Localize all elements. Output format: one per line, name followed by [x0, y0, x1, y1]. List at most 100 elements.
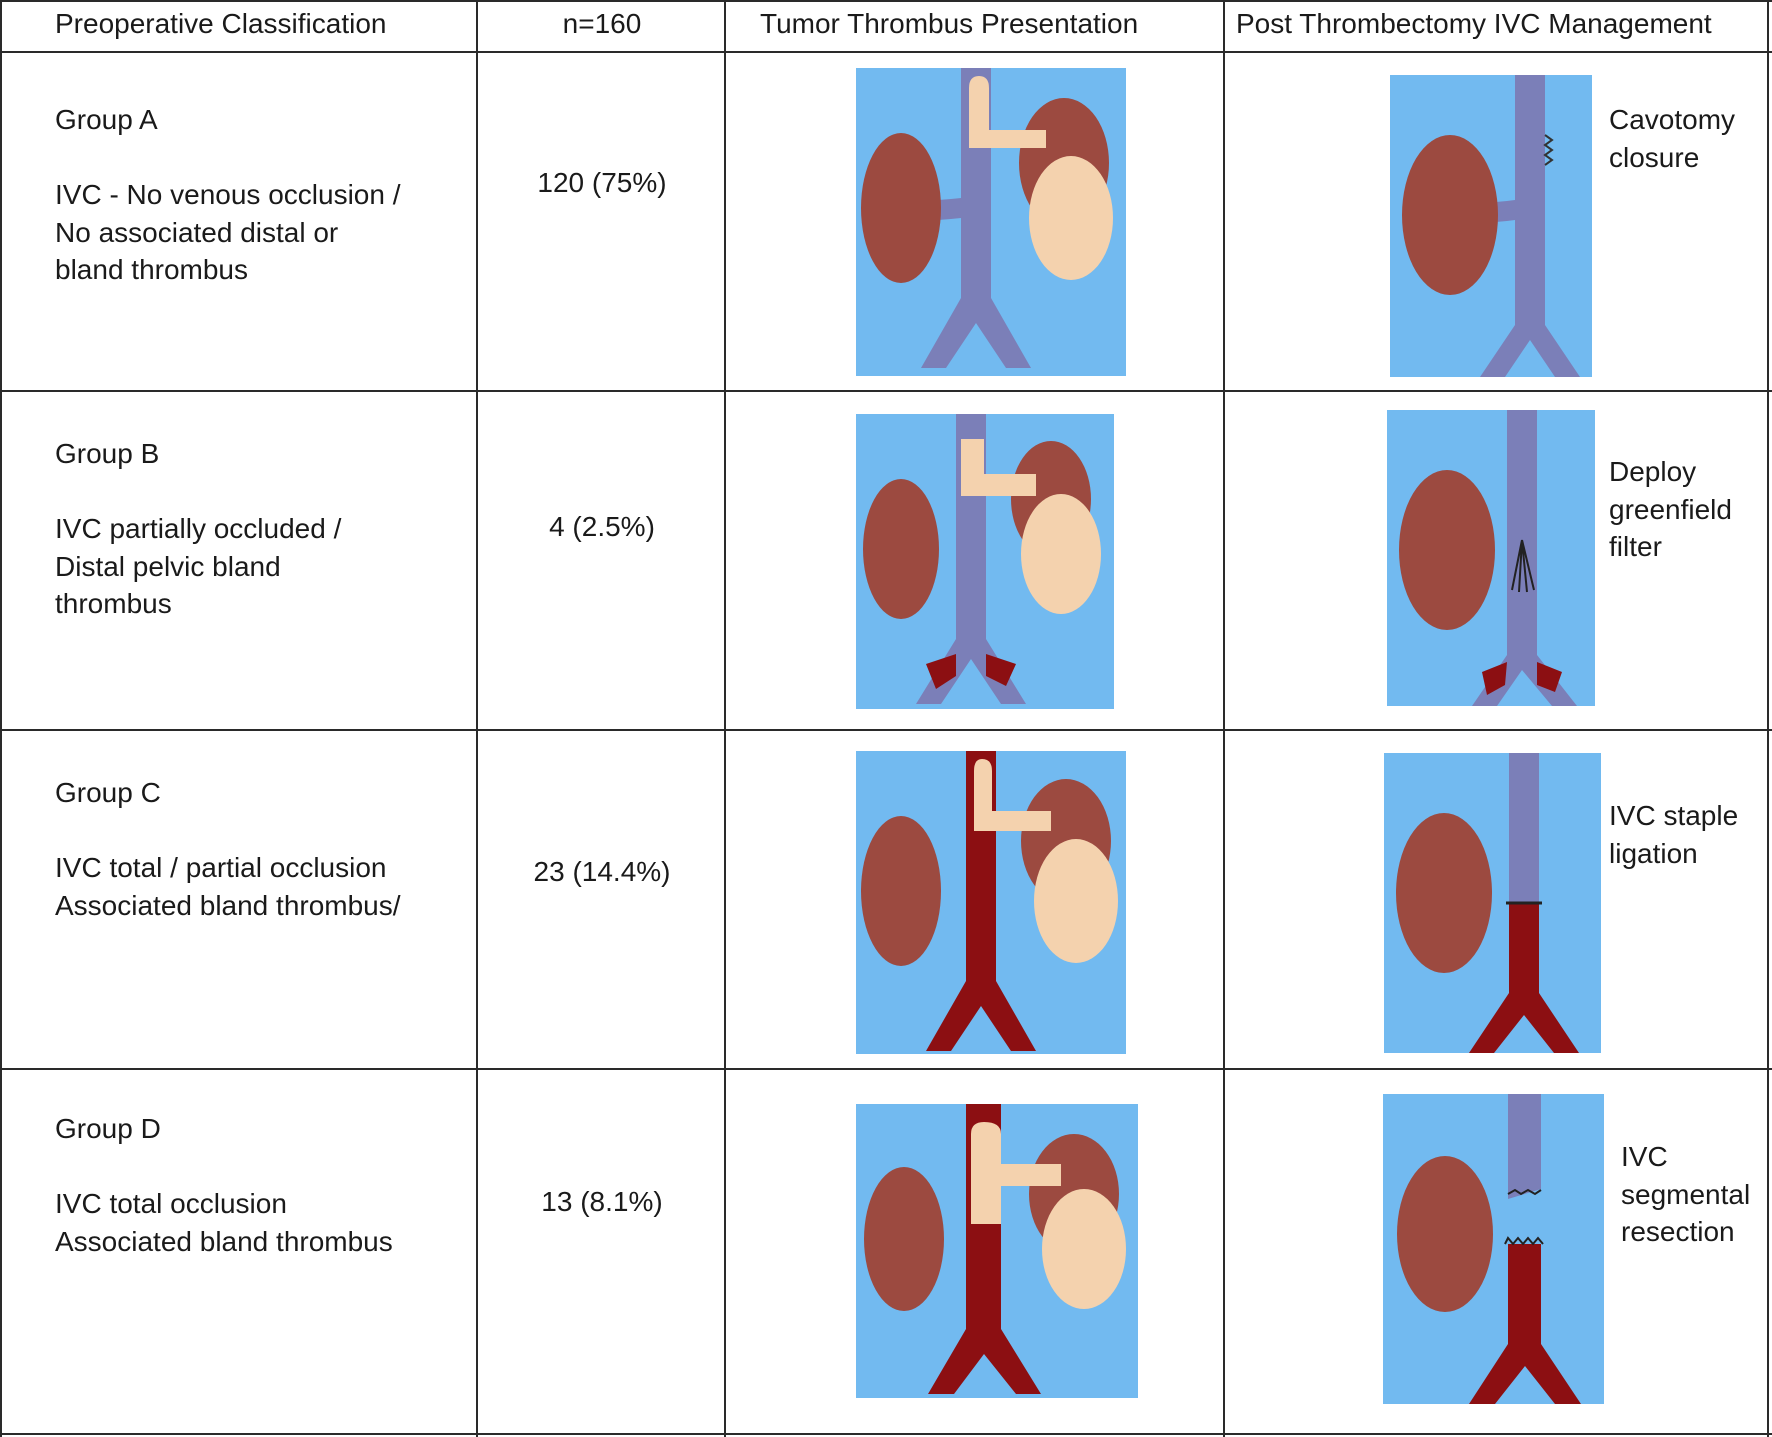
ivc-vein-upper [1508, 1094, 1541, 1199]
header-tumor-thrombus-presentation: Tumor Thrombus Presentation [760, 8, 1139, 39]
bland-thrombus-ivc [928, 1104, 1041, 1394]
tumor-thrombus [974, 759, 1051, 831]
row-a-presentation-illustration [856, 68, 1126, 376]
row-d-management-illustration [1383, 1094, 1604, 1404]
row-b-desc-line: thrombus [55, 588, 172, 619]
group-c-presentation-svg [861, 751, 1118, 1051]
col-left-border [0, 0, 2, 1437]
bland-thrombus-ivc [926, 751, 1036, 1051]
row-d-management: IVC segmental resection [1621, 1138, 1750, 1251]
row-d-management-line: segmental [1621, 1178, 1751, 1210]
left-kidney [864, 1167, 944, 1311]
left-kidney [1396, 813, 1492, 973]
left-kidney [1397, 1156, 1493, 1312]
row-b-desc-line: IVC partially occluded / [55, 513, 342, 544]
row-d-group: Group D [55, 1113, 161, 1144]
ivc-vein [916, 414, 1026, 704]
row-c-presentation-illustration [856, 751, 1126, 1054]
group-a-management-svg [1402, 75, 1580, 377]
row-d-management-line: IVC [1621, 1141, 1668, 1172]
tumor-thrombus [961, 439, 1036, 496]
left-kidney [1402, 135, 1498, 295]
col-right-border [1767, 0, 1769, 1437]
renal-tumor [1029, 156, 1113, 280]
row-d-classification: Group D IVC total occlusion Associated b… [55, 1110, 393, 1260]
row-a-desc-line: IVC - No venous occlusion / [55, 179, 401, 210]
group-c-management-svg [1396, 753, 1579, 1053]
row-d-desc-line: IVC total occlusion [55, 1188, 287, 1219]
row-a-bottom-border [0, 390, 1772, 392]
table-bottom-border [0, 1433, 1772, 1435]
row-b-desc-line: Distal pelvic bland [55, 550, 281, 582]
header-ivc-management: Post Thrombectomy IVC Management [1236, 8, 1712, 39]
header-bottom-border [0, 51, 1772, 53]
row-c-management-line: ligation [1609, 837, 1698, 869]
group-d-management-svg [1397, 1094, 1581, 1404]
row-a-management-illustration [1390, 75, 1592, 377]
col-2-border [724, 0, 726, 1437]
row-b-count: 4 (2.5%) [549, 511, 655, 542]
header-count: n=160 [562, 8, 642, 39]
bland-thrombus [986, 654, 1016, 686]
bland-thrombus [926, 654, 956, 689]
row-c-desc-line: Associated bland thrombus/ [55, 889, 401, 921]
row-c-classification: Group C IVC total / partial occlusion As… [55, 774, 401, 924]
row-a-group: Group A [55, 104, 158, 135]
row-a-classification: Group A IVC - No venous occlusion / No a… [55, 101, 401, 289]
cavotomy-suture [1543, 134, 1554, 166]
tumor-thrombus [969, 76, 1046, 148]
resection-suture [1504, 1236, 1544, 1246]
row-c-management: IVC staple ligation [1609, 797, 1738, 872]
left-kidney [861, 133, 941, 283]
col-1-border [476, 0, 478, 1437]
row-a-count: 120 (75%) [537, 167, 667, 198]
ivc-vein [1509, 753, 1539, 903]
row-b-management-line: greenfield [1609, 493, 1732, 525]
row-b-management-illustration [1387, 410, 1595, 706]
row-c-desc-line: IVC total / partial occlusion [55, 852, 387, 883]
row-d-presentation-illustration [856, 1104, 1138, 1398]
row-b-classification: Group B IVC partially occluded / Distal … [55, 435, 341, 623]
table-top-border [0, 0, 1772, 2]
bland-thrombus-ivc [1469, 1244, 1581, 1404]
bland-thrombus-ivc [1469, 903, 1579, 1053]
row-d-desc-line: Associated bland thrombus [55, 1225, 393, 1257]
group-d-presentation-svg [864, 1104, 1126, 1394]
row-c-count: 23 (14.4%) [533, 856, 671, 887]
group-b-management-svg [1399, 410, 1577, 706]
row-a-desc-line: bland thrombus [55, 254, 249, 285]
bland-thrombus [1482, 662, 1507, 695]
row-a-management: Cavotomy closure [1609, 101, 1735, 176]
row-c-bottom-border [0, 1068, 1772, 1070]
row-c-group: Group C [55, 777, 161, 808]
bland-thrombus [1537, 662, 1562, 692]
greenfield-filter [1511, 539, 1535, 593]
row-d-count: 13 (8.1%) [541, 1186, 663, 1217]
ivc-vein [921, 68, 1031, 368]
left-kidney [863, 479, 939, 619]
row-b-bottom-border [0, 729, 1772, 731]
left-kidney [861, 816, 941, 966]
left-kidney [1399, 470, 1495, 630]
row-a-management-line: closure [1609, 141, 1700, 173]
row-b-management-line: Deploy [1609, 456, 1697, 487]
group-b-presentation-svg [863, 414, 1101, 704]
row-d-management-line: resection [1621, 1216, 1735, 1247]
row-b-group: Group B [55, 438, 160, 469]
renal-tumor [1021, 494, 1101, 614]
resection-suture [1507, 1188, 1542, 1196]
col-3-border [1223, 0, 1225, 1437]
row-a-desc-line: No associated distal or [55, 216, 339, 248]
row-a-management-line: Cavotomy [1609, 104, 1736, 135]
row-c-management-line: IVC staple [1609, 800, 1739, 831]
ivc-vein [1480, 75, 1580, 377]
row-b-management-line: filter [1609, 531, 1662, 562]
header-preoperative-classification: Preoperative Classification [55, 8, 387, 39]
row-b-management: Deploy greenfield filter [1609, 453, 1732, 566]
group-a-presentation-svg [861, 68, 1113, 368]
renal-tumor [1042, 1189, 1126, 1309]
row-b-presentation-illustration [856, 414, 1114, 709]
row-c-management-illustration [1384, 753, 1601, 1053]
tumor-thrombus [971, 1122, 1061, 1224]
